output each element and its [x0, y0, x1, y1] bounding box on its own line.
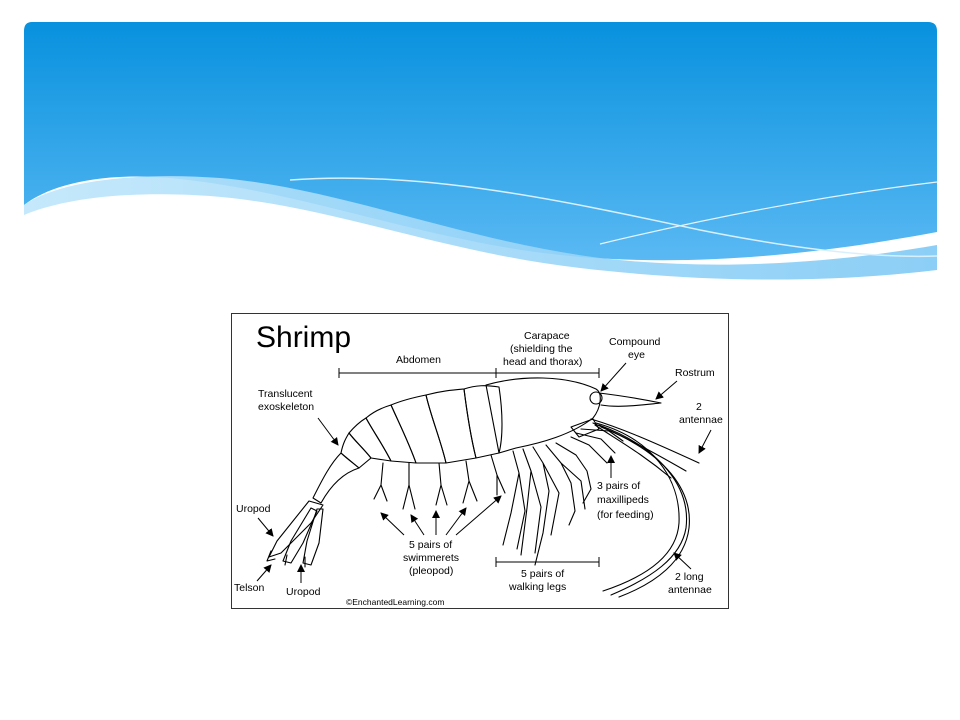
- banner-background: [24, 22, 937, 261]
- banner-wave-line-2: [599, 181, 938, 245]
- banner-wave-light: [24, 176, 937, 280]
- swimmerets-label-line2: swimmerets: [403, 552, 459, 564]
- swimmerets-label-line3: (pleopod): [409, 565, 453, 577]
- carapace-shape: [485, 377, 601, 454]
- carapace-label-line2: (shielding the: [510, 343, 573, 355]
- pleopod-5: [490, 454, 506, 496]
- uropod-top-arrow: [257, 517, 274, 537]
- antennae-label-line1: 2: [696, 401, 702, 413]
- antennae-arrow: [698, 429, 712, 454]
- diagram-frame: [231, 313, 729, 609]
- abdomen-segment-1: [463, 385, 503, 459]
- rostrum-label: Rostrum: [675, 367, 715, 379]
- swimmerets-arrows: [380, 495, 502, 536]
- pleopod-1: [373, 462, 388, 502]
- header-wave-banner: [24, 22, 938, 280]
- abdomen-segment-2: [425, 388, 477, 464]
- tail-stalk: [312, 452, 360, 504]
- tail-fan-4: [266, 550, 306, 568]
- carapace-label-line3: head and thorax): [503, 356, 582, 368]
- uropod-top-label: Uropod: [236, 503, 271, 515]
- walking-legs-label-line1: 5 pairs of: [521, 568, 564, 580]
- walking-leg-5: [555, 442, 592, 504]
- shrimp-anatomy-diagram: Shrimp Abdomen Carapace (shielding the h…: [234, 321, 723, 607]
- compound-eye: [589, 391, 603, 405]
- walking-legs-label-line2: walking legs: [508, 581, 566, 593]
- walking-legs-dimension-line: [495, 557, 600, 567]
- translucent-label-line2: exoskeleton: [258, 401, 314, 413]
- telson-arrow: [256, 564, 272, 582]
- pleopod-4: [462, 460, 478, 504]
- shrimp-illustration: [266, 377, 700, 598]
- long-antenna-1: [595, 422, 680, 592]
- maxillipeds-shape: [570, 428, 624, 464]
- translucent-label-line1: Translucent: [258, 388, 313, 400]
- antennal-base: [570, 418, 600, 438]
- abdomen-label: Abdomen: [396, 354, 441, 366]
- tail-fan-1: [268, 500, 324, 558]
- tail-fan-3: [302, 508, 324, 566]
- long-antennae-label-line1: 2 long: [675, 571, 704, 583]
- uropod-bottom-label: Uropod: [286, 586, 321, 598]
- walking-leg-1: [502, 450, 526, 550]
- pleopod-3: [435, 462, 448, 506]
- long-antennae-arrow: [673, 552, 692, 570]
- long-antenna-3: [600, 426, 690, 598]
- banner-wave-line-1: [289, 177, 938, 258]
- maxillipeds-label-line2: maxillipeds: [597, 494, 649, 506]
- tail-fan-2: [282, 507, 318, 564]
- pleopod-2: [402, 462, 416, 510]
- walking-leg-4: [545, 444, 586, 526]
- walking-leg-2: [520, 448, 542, 556]
- abdomen-segment-3: [390, 394, 447, 464]
- carapace-label-line1: Carapace: [524, 330, 570, 342]
- abdomen-segment-4: [365, 404, 417, 464]
- telson-label: Telson: [234, 582, 265, 594]
- compound-eye-arrow: [600, 362, 627, 392]
- long-antenna-2: [598, 424, 688, 596]
- antennae-label-line2: antennae: [679, 414, 723, 426]
- translucent-arrow: [317, 417, 339, 446]
- diagram-title: Shrimp: [256, 321, 351, 354]
- abdomen-dimension-line: [338, 368, 497, 378]
- compound-eye-label-line1: Compound: [609, 336, 661, 348]
- swimmerets-label-line1: 5 pairs of: [409, 539, 452, 551]
- carapace-dimension-line: [496, 368, 600, 378]
- copyright-text: ©EnchantedLearning.com: [346, 597, 444, 607]
- rostrum-shape: [598, 392, 662, 407]
- long-antennae-label-line2: antennae: [668, 584, 712, 596]
- maxillipeds-label-line3: (for feeding): [597, 509, 654, 521]
- abdomen-segment-5: [348, 417, 392, 462]
- maxillipeds-label-line1: 3 pairs of: [597, 480, 640, 492]
- rostrum-arrow: [655, 380, 678, 400]
- compound-eye-label-line2: eye: [628, 349, 645, 361]
- abdomen-segment-6: [340, 432, 372, 469]
- walking-leg-3: [532, 446, 560, 566]
